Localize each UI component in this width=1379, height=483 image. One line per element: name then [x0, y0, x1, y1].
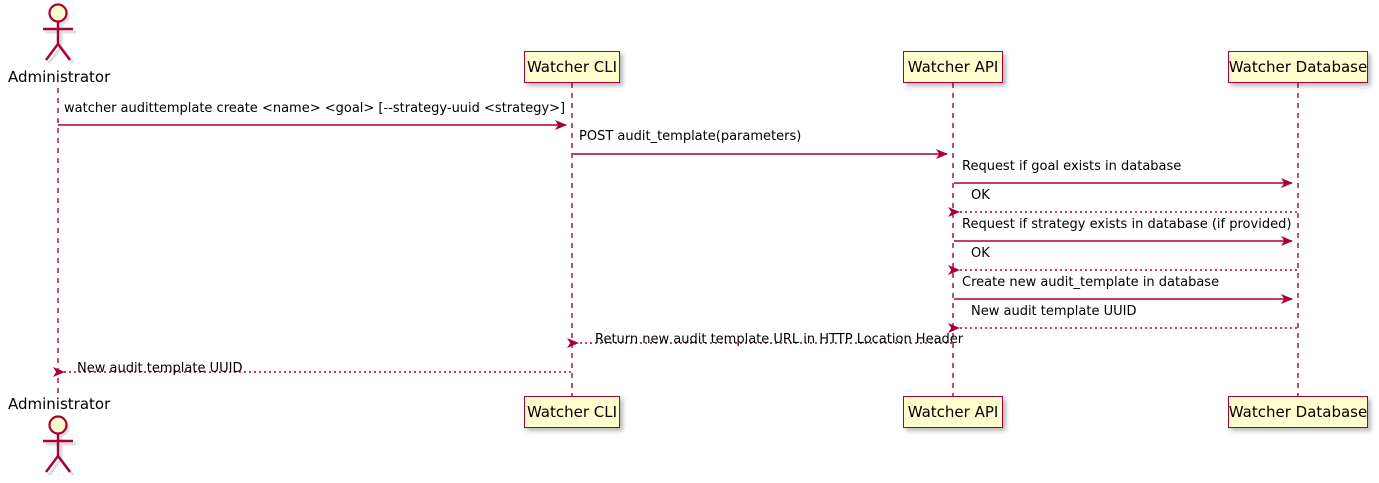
participant-box-watcher-api-top[interactable]: Watcher API — [903, 51, 1003, 83]
participant-box-watcher-api-bottom[interactable]: Watcher API — [903, 396, 1003, 428]
actor-figure-bottom — [43, 415, 76, 476]
message-label-10: New audit template UUID — [77, 361, 243, 376]
message-arrows — [53, 120, 1297, 377]
actor-label-administrator-top: Administrator — [8, 68, 111, 86]
message-label-9: Return new audit template URL in HTTP Lo… — [595, 332, 964, 347]
message-label-5: Request if strategy exists in database (… — [962, 217, 1292, 232]
message-label-2: POST audit_template(parameters) — [579, 129, 802, 144]
message-label-4: OK — [971, 188, 990, 203]
message-label-6: OK — [971, 246, 990, 261]
participant-box-watcher-cli-bottom[interactable]: Watcher CLI — [524, 396, 620, 428]
message-label-7: Create new audit_template in database — [962, 275, 1220, 290]
participant-box-watcher-database-top[interactable]: Watcher Database — [1228, 51, 1368, 83]
actor-label-administrator-bottom: Administrator — [8, 395, 111, 413]
actor-figure-top — [43, 3, 76, 64]
message-label-1: watcher audittemplate create <name> <goa… — [64, 101, 566, 116]
participant-box-watcher-database-bottom[interactable]: Watcher Database — [1228, 396, 1368, 428]
message-label-8: New audit template UUID — [971, 304, 1137, 319]
participant-box-watcher-cli-top[interactable]: Watcher CLI — [524, 51, 620, 83]
message-label-3: Request if goal exists in database — [962, 159, 1182, 174]
